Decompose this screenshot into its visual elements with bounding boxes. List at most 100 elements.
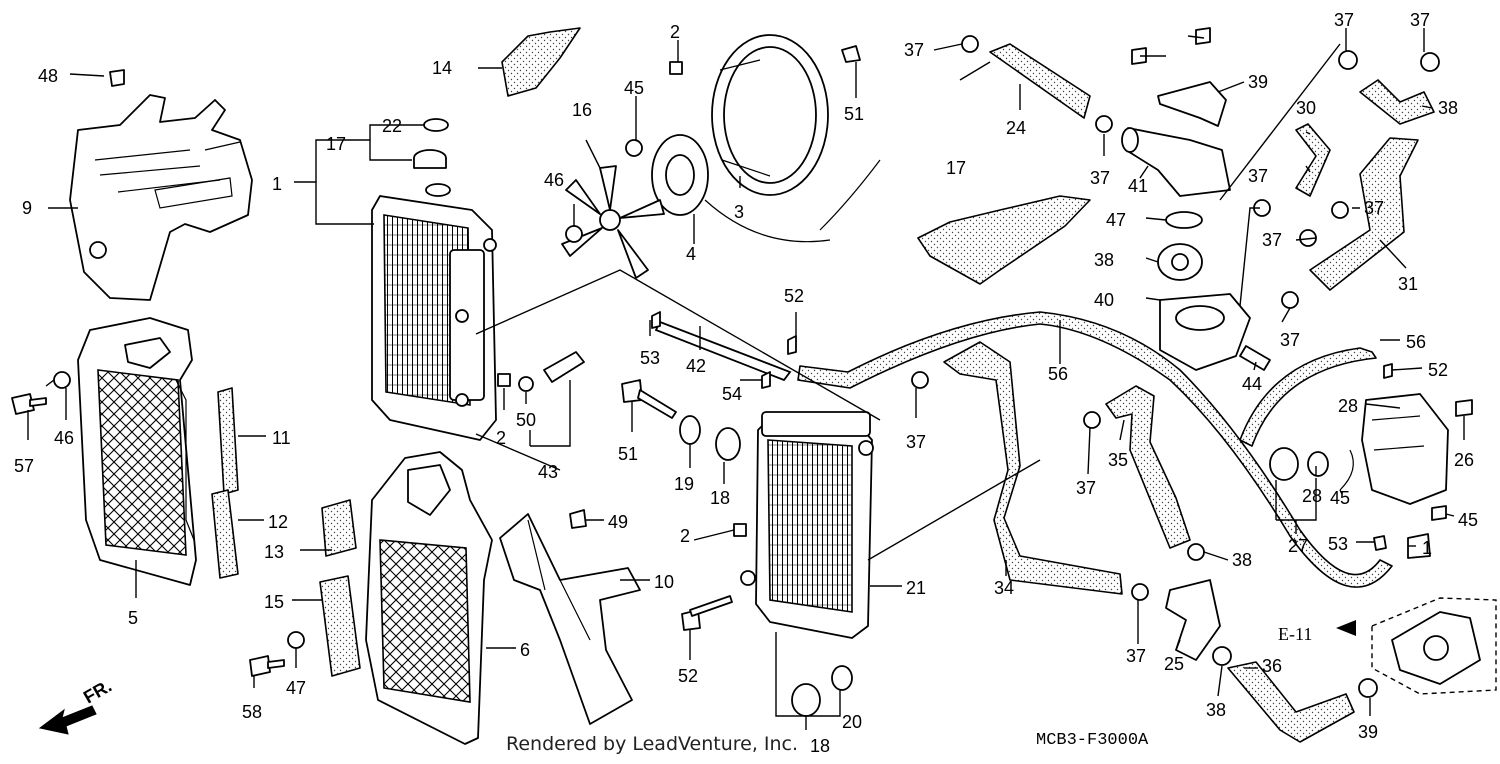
arrow-icon [1336,620,1356,636]
callout: 17 [326,134,346,154]
clip-42 [1407,533,1431,559]
callout: 11 [272,428,291,448]
callout: 37 [1280,330,1300,350]
callout: 28 [1338,396,1358,416]
callout: 3 [734,202,744,222]
tank-cap-22 [1269,447,1299,481]
callout: 53 [1328,534,1348,554]
water-pump-ref [1371,597,1497,695]
callout: 25 [1164,654,1184,674]
callout: 18 [710,488,730,508]
callout: 37 [1262,230,1282,250]
hose-29 [943,341,1123,595]
callout: 10 [654,572,674,592]
callout: 43 [538,462,558,482]
callout: 4 [686,244,696,264]
callout: 39 [1248,72,1268,92]
seal-10 [211,489,239,579]
callout: 47 [286,678,306,698]
pad-11 [321,499,357,557]
cap-seal-19 [423,118,449,132]
callout: 30 [1296,98,1316,118]
radiator-20 [740,411,874,639]
callout: 37 [1090,168,1110,188]
callout: 37 [1248,166,1268,186]
cooling-fan-14 [561,165,665,279]
callout: 41 [1128,176,1148,196]
callout: 38 [1094,250,1114,270]
callout: 19 [674,474,694,494]
callout: 47 [1106,210,1126,230]
diagram-code: MCB3-F3000A [1036,731,1149,750]
callout: 16 [572,100,592,120]
callout: 50 [516,410,536,430]
callout: 36 [1262,656,1282,676]
reference-label: E-11 [1278,624,1312,644]
callout: 37 [1126,646,1146,666]
hose-25 [989,43,1091,119]
callout: 37 [1364,198,1384,218]
callout: 18 [810,736,830,756]
callout: 51 [844,104,864,124]
hose-28 [1309,137,1419,291]
callout: 44 [1242,374,1262,394]
callout: 37 [1334,10,1354,30]
water-joint-21 [1165,579,1221,661]
callout: 49 [608,512,628,532]
pad-13 [501,27,581,97]
fasteners [11,27,1473,717]
water-joint-35 [1121,127,1231,197]
credit-text: Rendered by LeadVenture, Inc. [506,733,798,755]
bracket-36 [1157,81,1227,127]
callout: 37 [904,40,924,60]
callout: 21 [906,578,926,598]
fan-shroud-3 [711,34,829,196]
callout-labels: 48 9 14 1 17 22 2 45 16 46 3 4 51 11 12 … [14,10,1478,756]
callout: 9 [22,198,32,218]
callout: 5 [128,608,138,628]
callout: 14 [432,58,452,78]
air-guide-8 [499,513,641,725]
callout: 45 [1330,488,1350,508]
callout: 52 [678,666,698,686]
callout: 58 [242,702,262,722]
callout: 28 [1302,486,1322,506]
front-label: FR. [80,676,115,708]
side-cover-7 [69,94,253,301]
shroud-5 [77,317,197,586]
leader-lines [27,28,1465,730]
callout: 42 [686,356,706,376]
callout: 38 [1206,700,1226,720]
o-ring-49 [1165,211,1203,229]
reserve-tank-24 [1361,393,1449,505]
callout: 20 [842,712,862,732]
callout: 46 [54,428,74,448]
shroud-6 [365,451,493,745]
callout: 1 [272,174,282,194]
tube-41 [1339,449,1354,491]
callout: 54 [722,384,742,404]
thermostat-housing-34 [1159,293,1251,371]
callout: 52 [784,286,804,306]
callout: 56 [1048,364,1068,384]
callout: 46 [544,170,564,190]
callout: 40 [1094,290,1114,310]
pad-15 [917,195,1091,285]
callout: 57 [14,456,34,476]
callout: 53 [640,348,660,368]
pad-12 [319,575,361,677]
callout: 38 [1232,550,1252,570]
hose-30 [1105,385,1191,549]
callout: 15 [264,592,284,612]
radiator-1 [371,195,497,441]
callout: 17 [946,158,966,178]
callout: 52 [1428,360,1448,380]
seal-23 [1307,451,1329,477]
callout: 2 [680,526,690,546]
callout: 39 [1358,722,1378,742]
callout: 6 [520,640,530,660]
front-arrow-icon [38,705,97,735]
callout: 13 [264,542,284,562]
